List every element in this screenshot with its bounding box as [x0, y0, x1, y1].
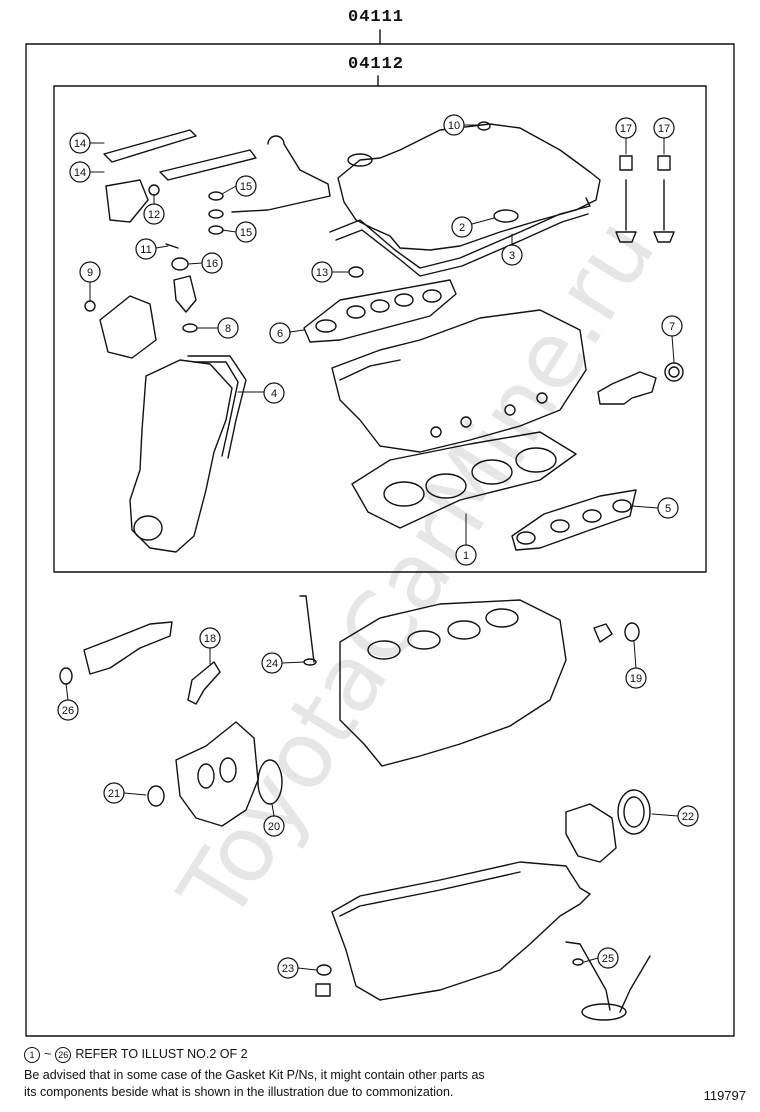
callout-number: 15 — [240, 227, 252, 239]
ref-tilde: ~ — [44, 1047, 52, 1061]
callout-circle-4 — [263, 382, 285, 404]
intake-manifold-gasket — [303, 279, 457, 343]
kit-04112-frame — [53, 85, 707, 573]
callout-number: 13 — [316, 267, 328, 279]
callout-number: 26 — [62, 705, 74, 717]
callout-number: 8 — [225, 323, 231, 335]
gasket-20 — [257, 759, 283, 805]
callout-number: 15 — [240, 181, 252, 193]
callout-circle-22 — [677, 805, 699, 827]
cylinder-head — [331, 309, 587, 453]
callout-circle-14b — [69, 161, 91, 183]
callout-circle-23 — [277, 957, 299, 979]
callout-number: 16 — [206, 258, 218, 270]
callout-number: 17 — [620, 123, 632, 135]
rear-seal-retainer — [565, 789, 651, 863]
callout-circle-16 — [201, 252, 223, 274]
kit-04111-frame — [25, 43, 735, 1037]
illustration-number: 119797 — [703, 1088, 746, 1103]
callout-circle-13 — [311, 261, 333, 283]
callout-number: 1 — [463, 550, 469, 562]
callout-number: 7 — [669, 321, 675, 333]
oil-pressure-switch — [593, 623, 613, 643]
valves — [615, 155, 675, 243]
callout-circle-24 — [261, 652, 283, 674]
callout-circle-20 — [263, 815, 285, 837]
callout-leaders — [65, 124, 679, 971]
head-gasket — [351, 431, 577, 529]
callout-number: 14 — [74, 167, 86, 179]
callout-number: 23 — [282, 963, 294, 975]
callout-number: 10 — [448, 120, 460, 132]
callout-number: 14 — [74, 138, 86, 150]
callout-circle-25 — [597, 947, 619, 969]
callout-circle-12 — [143, 203, 165, 225]
callout-circle-10 — [443, 114, 465, 136]
callout-circle-7 — [661, 315, 683, 337]
drain-plug — [315, 983, 331, 997]
callout-circle-5 — [657, 497, 679, 519]
callout-number: 19 — [630, 673, 642, 685]
callout-circle-1 — [455, 544, 477, 566]
water-inlet-pipe — [59, 621, 173, 685]
valve-cover — [329, 123, 601, 277]
upper-left-parts — [84, 121, 491, 359]
callout-circle-26 — [57, 699, 79, 721]
bracket-18 — [187, 661, 221, 705]
callout-circle-17b — [653, 117, 675, 139]
drain-plug-gasket — [316, 964, 332, 976]
callout-number: 9 — [87, 267, 93, 279]
kit-number-04112: 04112 — [348, 55, 405, 74]
callout-circle-17a — [615, 117, 637, 139]
callout-number: 5 — [665, 503, 671, 515]
advice-line-2: its components beside what is shown in t… — [24, 1085, 454, 1099]
callout-number: 2 — [459, 222, 465, 234]
footnotes: 1 ~ 26 REFER TO ILLUST NO.2 OF 2 Be advi… — [24, 1046, 736, 1101]
callout-number: 20 — [268, 821, 280, 833]
callout-number: 21 — [108, 788, 120, 800]
callout-number: 22 — [682, 811, 694, 823]
ref-text: REFER TO ILLUST NO.2 OF 2 — [75, 1047, 248, 1061]
ref-to-circle: 26 — [55, 1046, 72, 1063]
callout-number: 25 — [602, 953, 614, 965]
callout-number: 4 — [271, 388, 277, 400]
oil-seal-21 — [147, 785, 165, 807]
callout-number: 17 — [658, 123, 670, 135]
callout-circle-2 — [451, 216, 473, 238]
advice-line-1: Be advised that in some case of the Gask… — [24, 1068, 485, 1082]
reference-note: 1 ~ 26 REFER TO ILLUST NO.2 OF 2 — [24, 1046, 736, 1063]
callout-circle-6 — [269, 322, 291, 344]
dipstick-guide — [299, 595, 315, 663]
callout-circle-3 — [501, 244, 523, 266]
oil-strainer — [565, 941, 651, 1021]
callout-number: 3 — [509, 250, 515, 262]
callout-circle-18 — [199, 627, 221, 649]
timing-cover — [129, 355, 247, 553]
callout-number: 12 — [148, 209, 160, 221]
callout-circle-14a — [69, 132, 91, 154]
callout-number: 18 — [204, 633, 216, 645]
exhaust-manifold-gasket — [511, 489, 637, 551]
callout-circle-15a — [235, 175, 257, 197]
oil-pan — [331, 861, 591, 1001]
oil-pump-housing — [175, 721, 259, 827]
kit-number-04111: 04111 — [348, 8, 405, 27]
cylinder-block — [339, 599, 567, 767]
callout-numbers: 1 2 3 4 5 6 7 8 9 10 11 12 13 14 14 15 1… — [62, 120, 694, 975]
callout-circles — [57, 114, 699, 979]
callout-circle-8 — [217, 317, 239, 339]
callout-circle-19 — [625, 667, 647, 689]
water-pipe — [597, 362, 684, 405]
callout-circle-9 — [79, 261, 101, 283]
callout-number: 24 — [266, 658, 278, 670]
callout-number: 6 — [277, 328, 283, 340]
callout-number: 11 — [140, 244, 151, 256]
gasket-19 — [624, 622, 640, 642]
callout-circle-15b — [235, 221, 257, 243]
ref-from-circle: 1 — [24, 1046, 40, 1063]
callout-circle-11 — [135, 238, 157, 260]
callout-circle-21 — [103, 782, 125, 804]
